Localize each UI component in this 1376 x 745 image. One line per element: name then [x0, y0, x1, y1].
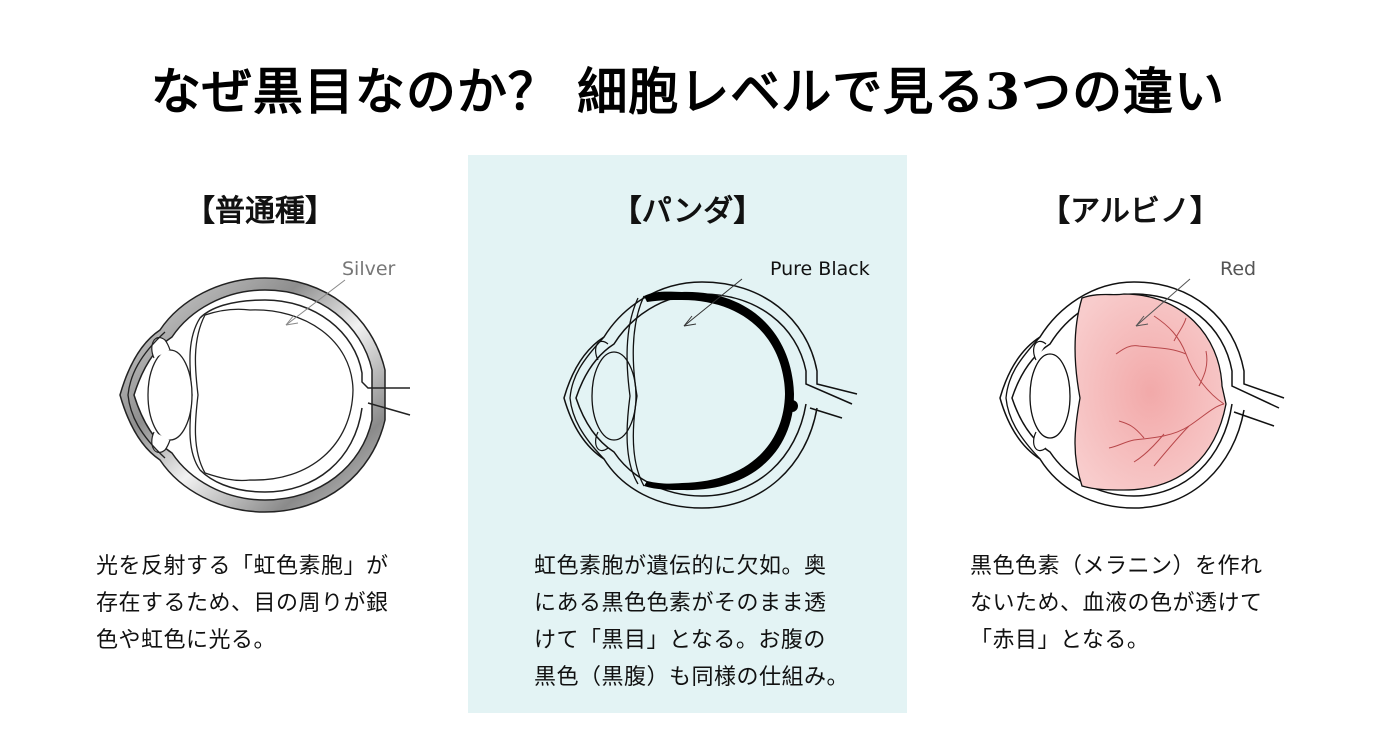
- column-albino: 【アルビノ】: [960, 0, 1300, 745]
- column-heading: 【普通種】: [185, 194, 335, 229]
- description-normal: 光を反射する「虹色素胞」が 存在するため、目の周りが銀 色や虹色に光る。: [96, 554, 389, 653]
- page-title: なぜ黒目なのか？ 細胞レベルで見る3つの違い: [150, 62, 1226, 121]
- column-normal: 【普通種】: [80, 0, 440, 745]
- eye-diagram-silver-icon: [110, 270, 411, 520]
- eye-label-pure-black: Pure Black: [770, 258, 870, 280]
- column-panda: 【パンダ】 Pure Black 虹色素胞が遺伝的に欠如。奥 にある黒色色素がそ…: [468, 0, 907, 745]
- column-heading: 【アルビノ】: [1040, 194, 1220, 229]
- eye-label-silver: Silver: [342, 258, 396, 280]
- description-albino: 黒色色素（メラニン）を作れ ないため、血液の色が透けて 「赤目」となる。: [970, 554, 1263, 653]
- eye-label-red: Red: [1220, 258, 1257, 280]
- highlight-panel-panda: [468, 155, 907, 713]
- eye-diagram-red-icon: [994, 276, 1285, 516]
- column-heading: 【パンダ】: [611, 194, 764, 229]
- description-panda: 虹色素胞が遺伝的に欠如。奥 にある黒色色素がそのまま透 けて「黒目」となる。お腹…: [534, 554, 850, 690]
- eye-diagram-black-icon: [552, 276, 858, 516]
